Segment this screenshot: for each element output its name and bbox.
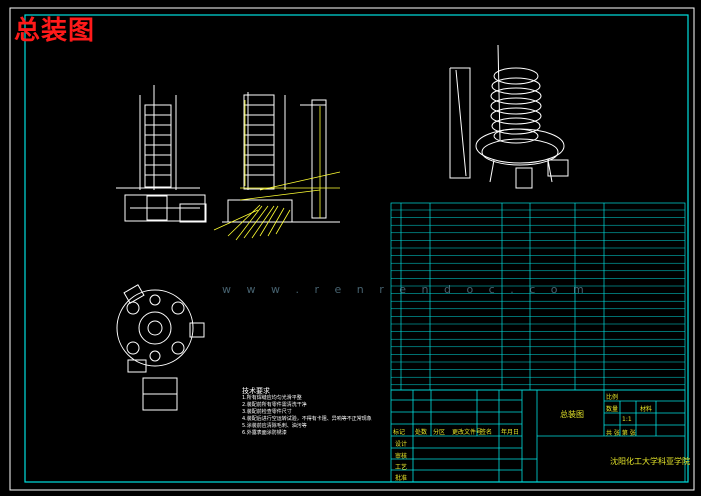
title-block-frame [390, 389, 686, 483]
title-block-header-mark: 标记 [393, 429, 406, 436]
title-block-row-design: 设计 [395, 441, 408, 448]
note-line: 6.外露表面涂防锈漆 [242, 430, 287, 436]
title-block-row-process: 工艺 [395, 464, 408, 471]
title-block-quantity-label: 数量 [606, 406, 619, 413]
note-line: 3.装配前检查零件尺寸 [242, 409, 292, 415]
title-block-scale-value: 1:1 [622, 416, 632, 423]
watermark-url: w w w . r e n r e n d o c . c o m [222, 283, 590, 296]
note-line: 1.所有焊缝应均匀光滑平整 [242, 395, 302, 401]
note-line: 2.装配前所有零件需清洗干净 [242, 402, 307, 408]
note-line: 4.装配后进行空运转试验，不得有卡阻、异响等不正常现象 [242, 416, 372, 422]
drawing-title: 总装图 [14, 16, 96, 46]
outer-frame [9, 7, 695, 491]
title-block-header-sign: 签名 [480, 429, 493, 436]
front-view [116, 85, 207, 223]
title-block-row-review: 审核 [395, 453, 408, 460]
title-block-header-date: 年月日 [501, 429, 520, 436]
title-block-scale-label: 比例 [606, 394, 619, 401]
title-block-material-label: 材料 [640, 406, 653, 413]
title-block-row-approve: 批准 [395, 475, 408, 482]
isometric-view [449, 44, 569, 189]
inner-frame [24, 14, 689, 483]
technical-notes-heading: 技术要求 [242, 387, 270, 395]
technical-notes: 技术要求 1.所有焊缝应均匀光滑平整 2.装配前所有零件需清洗干净 3.装配前检… [242, 388, 372, 437]
title-block-institution: 沈阳化工大学科亚学院 [610, 457, 690, 466]
note-line: 5.涂装前应清除毛刺、油污等 [242, 423, 307, 429]
title-block-header-count: 处数 [415, 429, 428, 436]
title-block-header-file: 更改文件号 [452, 429, 483, 436]
title-block-sheet-label: 共 张 第 张 [606, 430, 636, 437]
dimension-lines [213, 100, 341, 241]
side-view [222, 92, 340, 223]
title-block-drawing-name: 总装图 [560, 410, 584, 419]
top-view [116, 284, 205, 411]
bom-rows [391, 209, 685, 386]
title-block-header-zone: 分区 [433, 429, 446, 436]
